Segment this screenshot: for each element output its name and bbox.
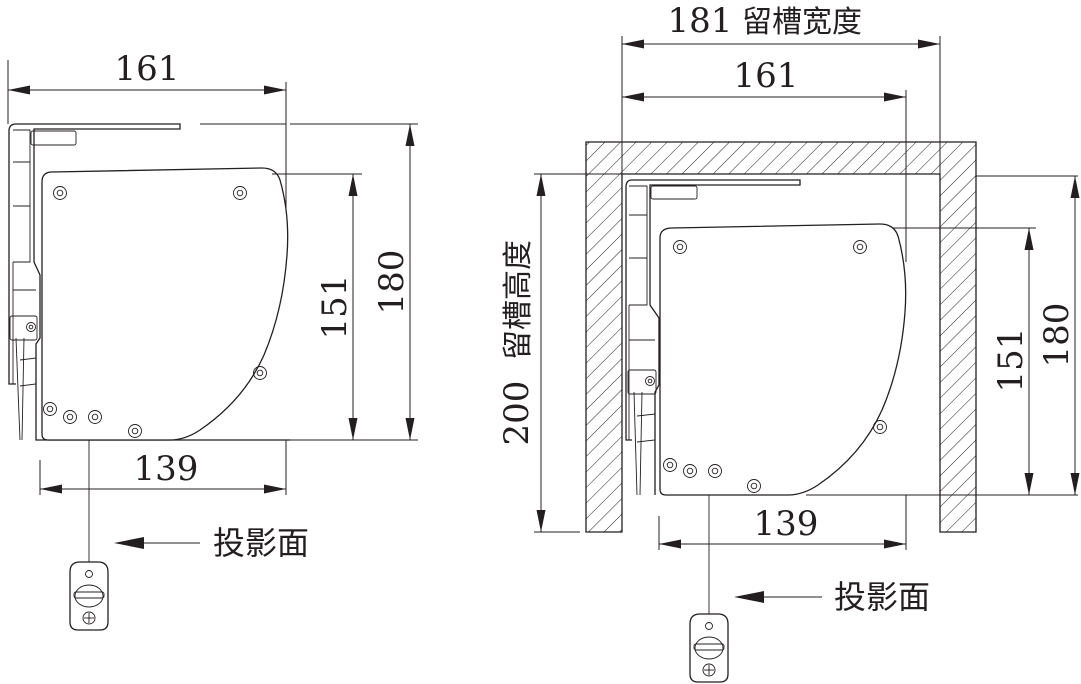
screw-hole xyxy=(873,420,887,434)
screw-hole xyxy=(683,464,697,478)
right-dim-slot-width-value: 181 xyxy=(668,1,733,41)
screw-hole xyxy=(63,410,77,424)
right-dim-inner-height-value: 151 xyxy=(991,328,1031,393)
right-dim-bottom-width: 139 xyxy=(658,495,907,550)
left-side-cover xyxy=(41,167,289,441)
left-screw-holes xyxy=(43,186,267,438)
screw-hole xyxy=(53,186,67,200)
screw-hole xyxy=(747,479,761,493)
left-dim-top-width-value: 161 xyxy=(115,49,180,89)
right-projection-text: 投影面 xyxy=(834,578,930,616)
right-dim-slot-width: 181 留槽宽度 xyxy=(621,1,941,174)
screw-hole xyxy=(88,410,102,424)
left-housing xyxy=(8,123,290,441)
left-dim-inner-height: 151 xyxy=(186,173,362,441)
screw-hole xyxy=(128,424,142,438)
screw-hole xyxy=(43,402,57,416)
screw-hole xyxy=(233,186,247,200)
right-lever xyxy=(627,369,657,496)
right-dim-bottom-width-value: 139 xyxy=(754,504,819,544)
left-dim-outer-height-value: 180 xyxy=(372,250,412,315)
right-projection-label: 投影面 xyxy=(734,578,930,616)
left-dim-inner-height-value: 151 xyxy=(315,275,355,340)
left-view: 161 151 180 139 xyxy=(7,49,418,631)
left-cord-handle xyxy=(69,440,109,631)
right-dim-outer-height: 180 xyxy=(976,175,1080,496)
right-dim-inner-height: 151 xyxy=(806,227,1036,496)
left-dim-bottom-width-value: 139 xyxy=(134,449,199,489)
left-lever xyxy=(9,315,38,441)
right-side-cover xyxy=(659,223,907,496)
left-projection-text: 投影面 xyxy=(213,524,309,562)
right-dim-slot-width-label: 留槽宽度 xyxy=(742,5,862,40)
right-dim-top-width: 161 xyxy=(622,56,907,262)
screw-hole xyxy=(673,240,687,254)
right-cord-handle xyxy=(689,495,729,683)
screw-hole xyxy=(853,240,867,254)
left-dim-top-width: 161 xyxy=(7,49,287,208)
right-view: 181 留槽宽度 161 200 留槽高度 15 xyxy=(497,1,1080,683)
right-dim-slot-height-label: 留槽高度 xyxy=(501,240,536,360)
right-dim-slot-height: 200 留槽高度 xyxy=(497,173,622,533)
screw-hole xyxy=(663,458,677,472)
screw-hole xyxy=(253,366,267,380)
left-dim-outer-height: 180 xyxy=(290,123,418,441)
right-dim-slot-height-value: 200 xyxy=(497,381,537,446)
right-dim-top-width-value: 161 xyxy=(734,56,799,96)
screw-hole xyxy=(708,464,722,478)
right-dim-outer-height-value: 180 xyxy=(1037,303,1077,368)
right-housing xyxy=(625,179,801,496)
left-dim-bottom-width: 139 xyxy=(39,440,287,495)
right-screw-holes xyxy=(663,240,887,493)
left-projection-label: 投影面 xyxy=(114,524,309,562)
